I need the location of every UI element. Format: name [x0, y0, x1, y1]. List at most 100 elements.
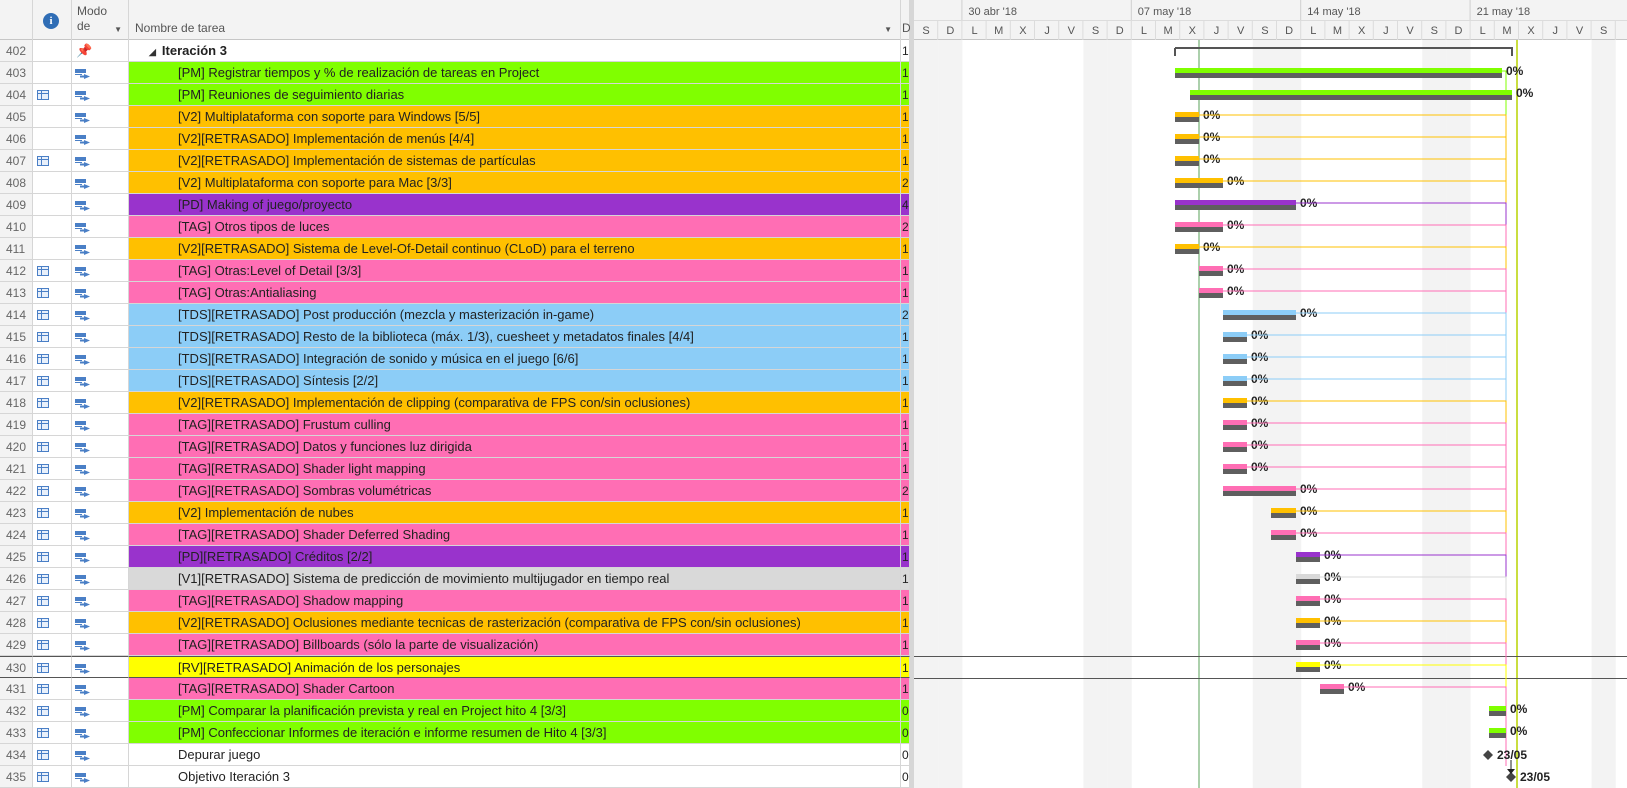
task-name-cell[interactable]: [PM] Reuniones de seguimiento diarias: [129, 84, 901, 106]
duration-cell[interactable]: 1: [901, 546, 910, 568]
row-number[interactable]: 417: [0, 370, 33, 392]
duration-cell[interactable]: 2: [901, 216, 910, 238]
collapse-triangle-icon[interactable]: ◢: [149, 47, 156, 57]
task-mode-cell[interactable]: [72, 502, 129, 524]
task-mode-cell[interactable]: [72, 744, 129, 766]
task-mode-cell[interactable]: [72, 546, 129, 568]
task-bar[interactable]: [1271, 530, 1296, 535]
task-mode-cell[interactable]: [72, 304, 129, 326]
duration-cell[interactable]: 1: [901, 678, 910, 700]
duration-cell[interactable]: 1: [901, 568, 910, 590]
task-name-cell[interactable]: [TAG][RETRASADO] Sombras volumétricas: [129, 480, 901, 502]
task-row[interactable]: 420[TAG][RETRASADO] Datos y funciones lu…: [0, 436, 910, 458]
task-row[interactable]: 412[TAG] Otras:Level of Detail [3/3]1: [0, 260, 910, 282]
duration-cell[interactable]: 1: [901, 524, 910, 546]
duration-cell[interactable]: 1: [901, 62, 910, 84]
task-row[interactable]: 421[TAG][RETRASADO] Shader light mapping…: [0, 458, 910, 480]
task-mode-cell[interactable]: [72, 216, 129, 238]
row-number[interactable]: 432: [0, 700, 33, 722]
task-name-cell[interactable]: [PM] Comparar la planificación prevista …: [129, 700, 901, 722]
duration-cell[interactable]: 1: [901, 282, 910, 304]
task-row[interactable]: 414[TDS][RETRASADO] Post producción (mez…: [0, 304, 910, 326]
duration-cell[interactable]: 1: [901, 458, 910, 480]
task-name-cell[interactable]: [TDS][RETRASADO] Síntesis [2/2]: [129, 370, 901, 392]
task-mode-cell[interactable]: [72, 612, 129, 634]
task-bar[interactable]: [1223, 376, 1247, 381]
duration-cell[interactable]: 0: [901, 722, 910, 744]
task-bar[interactable]: [1199, 266, 1223, 271]
task-mode-cell[interactable]: [72, 568, 129, 590]
duration-cell[interactable]: 1: [901, 84, 910, 106]
task-name-cell[interactable]: [V2][RETRASADO] Sistema de Level-Of-Deta…: [129, 238, 901, 260]
task-name-cell[interactable]: [TAG] Otros tipos de luces: [129, 216, 901, 238]
task-name-cell[interactable]: [TDS][RETRASADO] Integración de sonido y…: [129, 348, 901, 370]
task-bar[interactable]: [1223, 442, 1247, 447]
task-bar[interactable]: [1296, 552, 1320, 557]
task-bar[interactable]: [1223, 354, 1247, 359]
task-row[interactable]: 418[V2][RETRASADO] Implementación de cli…: [0, 392, 910, 414]
row-number[interactable]: 424: [0, 524, 33, 546]
row-number[interactable]: 426: [0, 568, 33, 590]
task-mode-cell[interactable]: [72, 172, 129, 194]
task-row[interactable]: 428[V2][RETRASADO] Oclusiones mediante t…: [0, 612, 910, 634]
task-name-cell[interactable]: [TAG][RETRASADO] Frustum culling: [129, 414, 901, 436]
duration-cell[interactable]: 4: [901, 194, 910, 216]
row-number[interactable]: 435: [0, 766, 33, 788]
row-number[interactable]: 410: [0, 216, 33, 238]
task-bar[interactable]: [1296, 596, 1320, 601]
row-number[interactable]: 422: [0, 480, 33, 502]
duration-cell[interactable]: 1: [901, 370, 910, 392]
task-name-cell[interactable]: [V2][RETRASADO] Oclusiones mediante tecn…: [129, 612, 901, 634]
task-bar[interactable]: [1175, 200, 1296, 205]
indicator-cell[interactable]: [33, 194, 72, 216]
task-name-cell[interactable]: [RV][RETRASADO] Animación de los persona…: [129, 656, 901, 678]
indicator-cell[interactable]: [33, 700, 72, 722]
task-mode-cell[interactable]: [72, 348, 129, 370]
task-row[interactable]: 403[PM] Registrar tiempos y % de realiza…: [0, 62, 910, 84]
row-number[interactable]: 405: [0, 106, 33, 128]
task-name-cell[interactable]: [V2] Multiplataforma con soporte para Wi…: [129, 106, 901, 128]
row-number[interactable]: 420: [0, 436, 33, 458]
task-name-cell[interactable]: [V2][RETRASADO] Implementación de sistem…: [129, 150, 901, 172]
indicator-cell[interactable]: [33, 568, 72, 590]
row-number[interactable]: 412: [0, 260, 33, 282]
duration-cell[interactable]: 1: [901, 348, 910, 370]
indicator-cell[interactable]: [33, 744, 72, 766]
task-row[interactable]: 424[TAG][RETRASADO] Shader Deferred Shad…: [0, 524, 910, 546]
row-number[interactable]: 431: [0, 678, 33, 700]
task-name-cell[interactable]: [TDS][RETRASADO] Post producción (mezcla…: [129, 304, 901, 326]
indicator-cell[interactable]: [33, 348, 72, 370]
task-row[interactable]: 422 [TAG][RETRASADO] Sombras volumétricas…: [0, 480, 910, 502]
duration-cell[interactable]: 2: [901, 304, 910, 326]
row-number[interactable]: 415: [0, 326, 33, 348]
task-name-cell[interactable]: [PD] Making of juego/proyecto: [129, 194, 901, 216]
row-number[interactable]: 402: [0, 40, 33, 62]
task-bar[interactable]: [1175, 112, 1199, 117]
task-bar[interactable]: [1223, 398, 1247, 403]
task-row[interactable]: 429[TAG][RETRASADO] Billboards (sólo la …: [0, 634, 910, 656]
task-bar[interactable]: [1175, 222, 1223, 227]
duration-cell[interactable]: 1: [901, 502, 910, 524]
indicator-cell[interactable]: [33, 546, 72, 568]
task-bar[interactable]: [1175, 156, 1199, 161]
row-number[interactable]: 434: [0, 744, 33, 766]
row-number[interactable]: 404: [0, 84, 33, 106]
task-row[interactable]: 417 [TDS][RETRASADO] Síntesis [2/2]1: [0, 370, 910, 392]
task-name-cell[interactable]: Objetivo Iteración 3: [129, 766, 901, 788]
duration-cell[interactable]: 1: [901, 392, 910, 414]
row-number[interactable]: 429: [0, 634, 33, 656]
task-mode-cell[interactable]: [72, 106, 129, 128]
task-bar[interactable]: [1175, 134, 1199, 139]
task-bar[interactable]: [1199, 288, 1223, 293]
task-mode-cell[interactable]: [72, 150, 129, 172]
task-bar[interactable]: [1296, 618, 1320, 623]
task-bar[interactable]: [1320, 684, 1344, 689]
indicator-cell[interactable]: [33, 458, 72, 480]
row-number[interactable]: 421: [0, 458, 33, 480]
